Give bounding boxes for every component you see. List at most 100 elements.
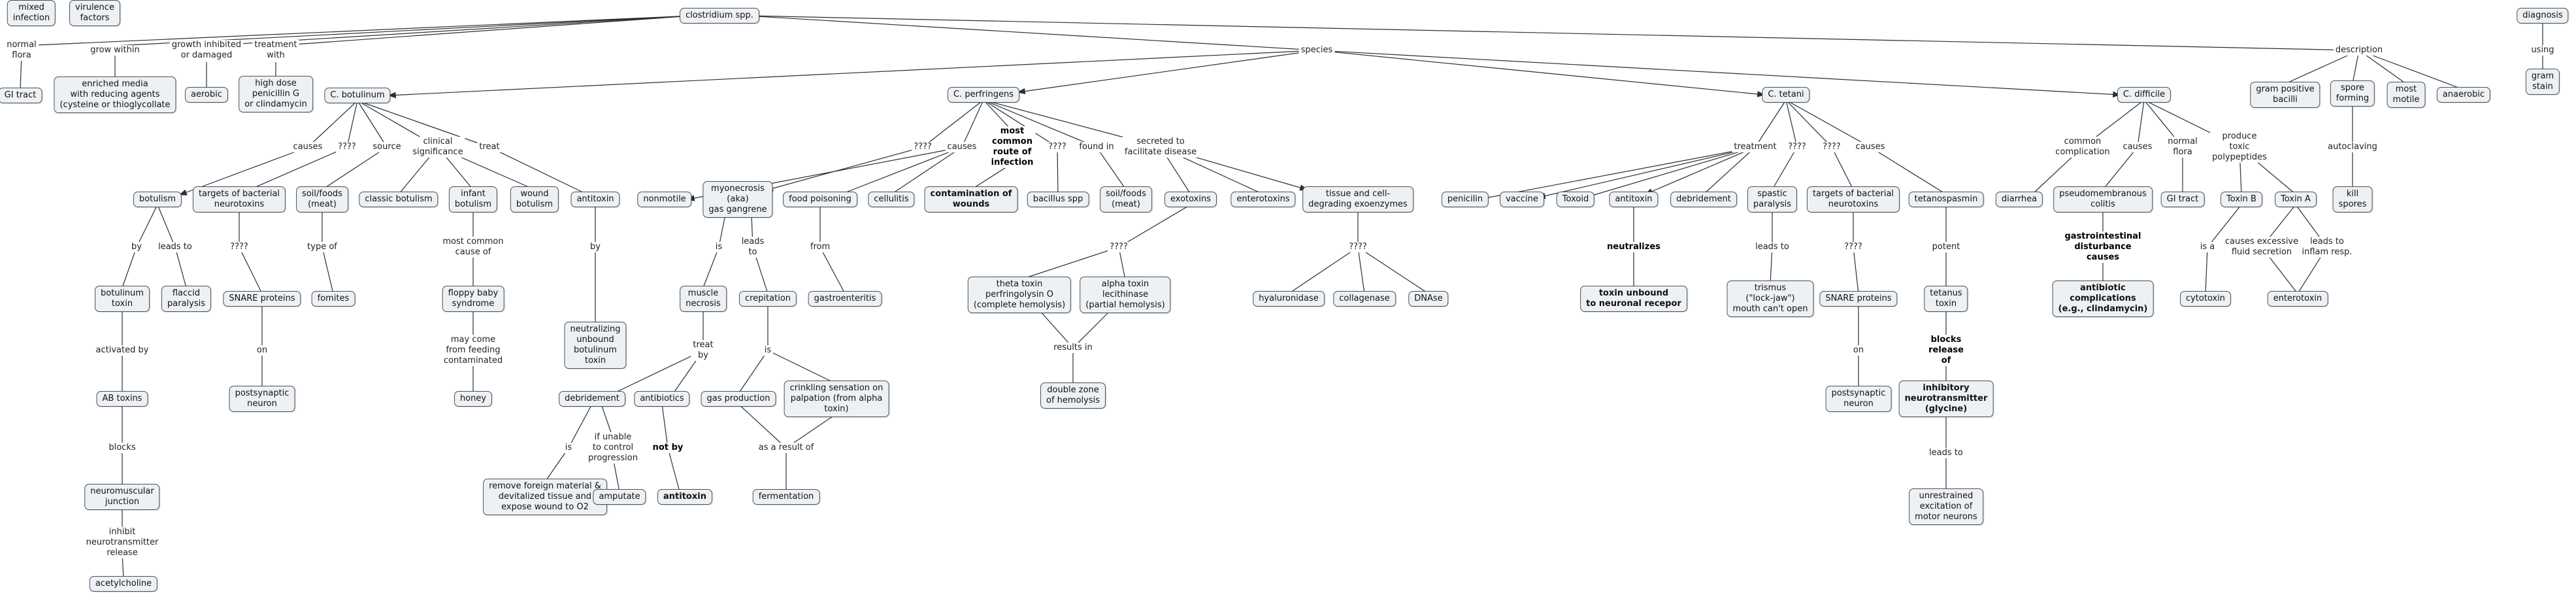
concept-fermentation[interactable]: fermentation [752, 489, 820, 505]
concept-debridement-tetani[interactable]: debridement [1670, 192, 1737, 207]
link-if-unable: if unable to control progression [586, 432, 640, 464]
concept-toxoid[interactable]: Toxoid [1556, 192, 1595, 207]
concept-postsynaptic-neuron-tetani[interactable]: postsynaptic neuron [1825, 386, 1892, 412]
concept-enterotoxins[interactable]: enterotoxins [1230, 192, 1296, 207]
concept-wound-botulism[interactable]: wound botulism [510, 186, 559, 212]
concept-cellulitis[interactable]: cellulitis [868, 192, 915, 207]
concept-neutralizing-unbound-toxin[interactable]: neutralizing unbound botulinum toxin [564, 322, 627, 369]
concept-anaerobic[interactable]: anaerobic [2436, 87, 2491, 103]
concept-crinkling-sensation[interactable]: crinkling sensation on palpation (from a… [784, 381, 889, 417]
concept-exotoxins[interactable]: exotoxins [1164, 192, 1217, 207]
concept-kill-spores[interactable]: kill spores [2332, 186, 2373, 212]
concept-targets-neurotoxins-tetani[interactable]: targets of bacterial neurotoxins [1806, 186, 1900, 212]
concept-botulism[interactable]: botulism [133, 192, 182, 207]
concept-classic-botulism[interactable]: classic botulism [359, 192, 438, 207]
concept-collagenase[interactable]: collagenase [1333, 291, 1396, 307]
connector-line-109 [1785, 99, 1798, 148]
concept-c-difficile[interactable]: C. difficile [2117, 87, 2171, 103]
concept-honey[interactable]: honey [454, 391, 493, 407]
concept-cytotoxin[interactable]: cytotoxin [2179, 291, 2232, 307]
concept-aerobic[interactable]: aerobic [185, 87, 228, 103]
concept-snare-proteins-tetani[interactable]: SNARE proteins [1819, 291, 1898, 307]
concept-bacillus-spp[interactable]: bacillus spp [1027, 192, 1089, 207]
concept-toxin-b[interactable]: Toxin B [2221, 192, 2262, 207]
link-causes-perfringens: causes [945, 142, 979, 152]
concept-high-dose-penicillin[interactable]: high dose penicillin G or clindamycin [239, 76, 313, 112]
concept-fomites[interactable]: fomites [311, 291, 355, 307]
concept-acetylcholine[interactable]: acetylcholine [89, 576, 158, 592]
concept-vaccine[interactable]: vaccine [1500, 192, 1544, 207]
concept-tetanus-toxin[interactable]: tetanus toxin [1924, 286, 1968, 312]
concept-antibiotics[interactable]: antibiotics [634, 391, 690, 407]
concept-pseudomembranous-colitis[interactable]: pseudomembranous colitis [2053, 186, 2153, 212]
concept-gastroenteritis[interactable]: gastroenteritis [808, 291, 882, 307]
concept-muscle-necrosis[interactable]: muscle necrosis [680, 286, 727, 312]
concept-neuromuscular-junction[interactable]: neuromuscular junction [84, 484, 160, 510]
concept-c-tetani[interactable]: C. tetani [1762, 87, 1810, 103]
concept-clostridium-spp[interactable]: clostridium spp. [680, 8, 759, 24]
concept-floppy-baby-syndrome[interactable]: floppy baby syndrome [442, 286, 504, 312]
link-leads-to-spastic: leads to [1753, 242, 1791, 252]
concept-gram-positive-bacilli[interactable]: gram positive bacilli [2250, 82, 2320, 108]
concept-flaccid-paralysis[interactable]: flaccid paralysis [161, 286, 211, 312]
concept-enriched-media[interactable]: enriched media with reducing agents (cys… [54, 76, 176, 113]
concept-botulinum-toxin[interactable]: botulinum toxin [95, 286, 150, 312]
concept-virulence-factors[interactable]: virulence factors [69, 0, 120, 26]
concept-tissue-degrading-exoenzymes[interactable]: tissue and cell- degrading exoenzymes [1302, 186, 1413, 212]
concept-antitoxin-perfringens[interactable]: antitoxin [657, 489, 712, 505]
concept-food-poisoning[interactable]: food poisoning [783, 192, 857, 207]
connector-line-72 [718, 214, 726, 248]
concept-gram-stain[interactable]: gram stain [2525, 69, 2560, 95]
concept-antibiotic-complications[interactable]: antibiotic complications (e.g., clindamy… [2052, 280, 2154, 317]
concept-most-motile[interactable]: most motile [2386, 82, 2426, 108]
concept-myonecrosis[interactable]: myonecrosis (aka) gas gangrene [702, 181, 773, 218]
concept-toxin-a[interactable]: Toxin A [2275, 192, 2317, 207]
concept-gi-tract[interactable]: GI tract [0, 88, 42, 103]
concept-gi-tract-difficile[interactable]: GI tract [2160, 192, 2205, 207]
concept-toxin-unbound[interactable]: toxin unbound to neuronal recepor [1580, 286, 1687, 312]
concept-diarrhea[interactable]: diarrhea [1995, 192, 2043, 207]
concept-snare-proteins-botulinum[interactable]: SNARE proteins [223, 291, 301, 307]
concept-diagnosis[interactable]: diagnosis [2517, 8, 2569, 24]
concept-soil-foods-meat-botulinum[interactable]: soil/foods (meat) [296, 186, 348, 212]
concept-c-perfringens[interactable]: C. perfringens [948, 87, 1019, 103]
concept-targets-neurotoxins-botulinum[interactable]: targets of bacterial neurotoxins [192, 186, 286, 212]
concept-penicilin[interactable]: penicilin [1441, 192, 1489, 207]
concept-enterotoxin[interactable]: enterotoxin [2267, 291, 2328, 307]
concept-spastic-paralysis[interactable]: spastic paralysis [1747, 186, 1797, 212]
concept-alpha-toxin[interactable]: alpha toxin lecithinase (partial hemolys… [1080, 277, 1171, 313]
concept-double-zone-hemolysis[interactable]: double zone of hemolysis [1040, 382, 1106, 409]
connector-line-95 [544, 447, 569, 483]
concept-postsynaptic-neuron-botulinum[interactable]: postsynaptic neuron [229, 386, 295, 412]
link-description: description [2333, 45, 2385, 56]
connector-line-94 [568, 403, 593, 449]
connector-line-83 [1357, 246, 1365, 294]
concept-inhibitory-neurotransmitter[interactable]: inhibitory neurotransmitter (glycine) [1898, 381, 1994, 417]
concept-ab-toxins[interactable]: AB toxins [96, 391, 148, 407]
connector-line-92 [1072, 309, 1112, 348]
concept-spore-forming[interactable]: spore forming [2330, 80, 2375, 107]
concept-hyaluronidase[interactable]: hyaluronidase [1253, 291, 1325, 307]
concept-crepitation[interactable]: crepitation [738, 291, 797, 307]
concept-trismus[interactable]: trismus ("lock-jaw") mouth can't open [1726, 280, 1814, 317]
concept-antitoxin-botulinum[interactable]: antitoxin [570, 192, 620, 207]
concept-c-botulinum[interactable]: C. botulinum [324, 88, 391, 103]
connector-line-106 [1584, 146, 1756, 199]
concept-contamination-of-wounds[interactable]: contamination of wounds [924, 186, 1018, 212]
concept-infant-botulism[interactable]: infant botulism [448, 186, 498, 212]
concept-remove-foreign-material[interactable]: remove foreign material & devitalized ti… [483, 479, 607, 515]
concept-gas-production[interactable]: gas production [701, 391, 776, 407]
concept-mixed-infection[interactable]: mixed infection [7, 0, 56, 26]
concept-nonmotile[interactable]: nonmotile [637, 192, 692, 207]
connector-line-11 [1316, 50, 1766, 97]
concept-antitoxin-tetani[interactable]: antitoxin [1609, 192, 1659, 207]
concept-dnase[interactable]: DNAse [1408, 291, 1449, 307]
connector-line-60 [840, 146, 963, 195]
link-unknown-botulinum-1: ???? [336, 142, 358, 152]
concept-debridement-perfringens[interactable]: debridement [559, 391, 625, 407]
concept-theta-toxin[interactable]: theta toxin perfringolysin O (complete h… [967, 277, 1072, 313]
concept-tetanospasmin[interactable]: tetanospasmin [1908, 192, 1984, 207]
concept-unrestrained-excitation[interactable]: unrestrained excitation of motor neurons [1909, 488, 1983, 525]
concept-amputate[interactable]: amputate [593, 489, 646, 505]
concept-soil-foods-meat-perfringens[interactable]: soil/foods (meat) [1100, 186, 1152, 212]
